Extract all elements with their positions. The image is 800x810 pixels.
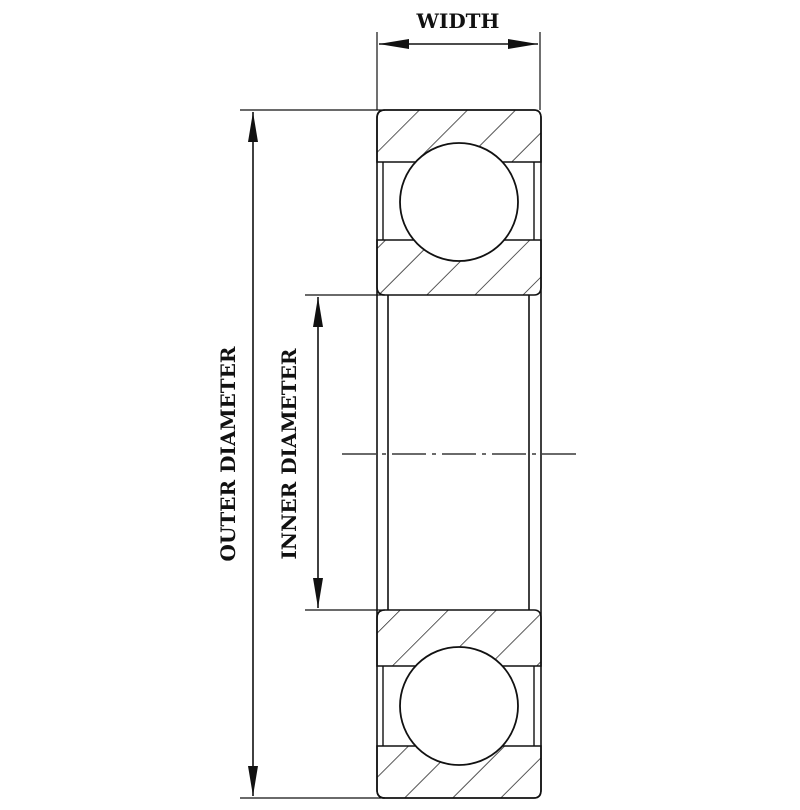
width-label: WIDTH: [416, 9, 500, 33]
outer-ring-bottom: [376, 745, 542, 799]
ball-top: [399, 142, 519, 262]
inner-ring-top: [376, 239, 542, 296]
outer-diameter-label: OUTER DIAMETER: [216, 346, 240, 561]
dimension-lines: [248, 39, 538, 796]
outer-ring-top: [376, 109, 542, 163]
ball-bottom: [399, 646, 519, 766]
inner-diameter-label: INNER DIAMETER: [277, 348, 301, 559]
extension-lines: [240, 32, 541, 799]
inner-ring-bottom: [376, 609, 542, 667]
